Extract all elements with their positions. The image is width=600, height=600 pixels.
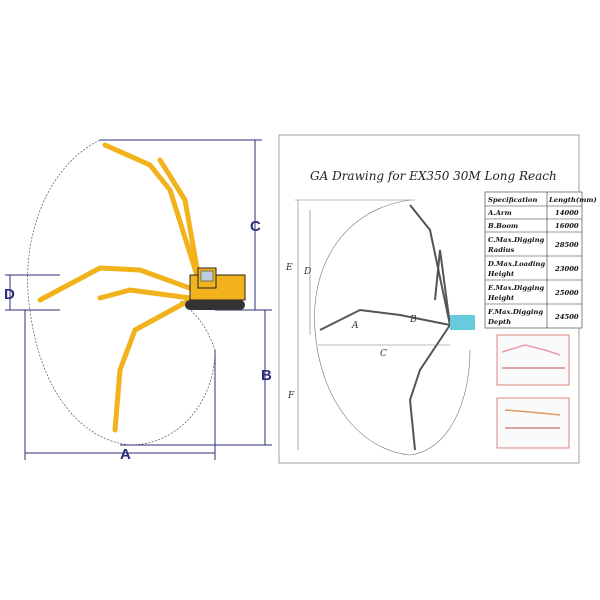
excavator-arms bbox=[37, 142, 203, 433]
row-spec: Height bbox=[487, 270, 515, 278]
row-value: 25000 bbox=[554, 289, 579, 297]
label-a: A bbox=[351, 321, 359, 331]
thumbnail-side-view bbox=[496, 334, 570, 386]
drawing-title: GA Drawing for EX350 30M Long Reach bbox=[310, 169, 557, 183]
ga-drawing-panel: GA Drawing for EX350 30M Long Reach A B … bbox=[278, 134, 597, 464]
row-value: 24500 bbox=[554, 313, 579, 321]
row-spec: D.Max.Loading bbox=[487, 260, 545, 268]
label-b: B bbox=[409, 315, 417, 325]
row-value: 23000 bbox=[554, 265, 579, 273]
thumbnail-top-view bbox=[496, 397, 570, 449]
dimension-label-a: A bbox=[120, 446, 131, 463]
row-spec: B.Boom bbox=[487, 222, 518, 230]
drawing-arms bbox=[319, 204, 451, 451]
reach-envelope bbox=[314, 199, 471, 456]
row-spec: A.Arm bbox=[487, 209, 512, 217]
dimension-label-c: C bbox=[250, 218, 261, 235]
row-spec: C.Max.Digging bbox=[488, 236, 545, 244]
row-spec: Radius bbox=[487, 246, 514, 254]
label-f: F bbox=[287, 391, 295, 401]
dimension-lines bbox=[5, 139, 272, 460]
row-value: 14000 bbox=[555, 209, 579, 217]
label-e: E bbox=[285, 263, 293, 273]
row-spec: E.Max.Digging bbox=[487, 284, 544, 292]
left-reach-diagram: C D B A bbox=[4, 139, 272, 463]
machine-body bbox=[450, 315, 475, 330]
row-value: 28500 bbox=[554, 241, 579, 249]
dimension-label-d: D bbox=[4, 286, 15, 303]
drawing-dimension-lines bbox=[295, 199, 450, 450]
label-c: C bbox=[380, 349, 387, 359]
header-specification: Specification bbox=[488, 196, 537, 204]
dimension-label-b: B bbox=[261, 367, 272, 384]
label-d: D bbox=[303, 267, 311, 277]
excavator-body bbox=[185, 267, 246, 310]
row-spec: F.Max.Digging bbox=[487, 308, 543, 316]
spec-table: Specification Length(mm) A.Arm 14000 B.B… bbox=[484, 191, 597, 329]
row-spec: Depth bbox=[487, 318, 511, 326]
working-range-envelope bbox=[27, 139, 216, 446]
row-value: 16000 bbox=[555, 222, 579, 230]
header-length: Length(mm) bbox=[548, 196, 597, 204]
row-spec: Height bbox=[487, 294, 515, 302]
